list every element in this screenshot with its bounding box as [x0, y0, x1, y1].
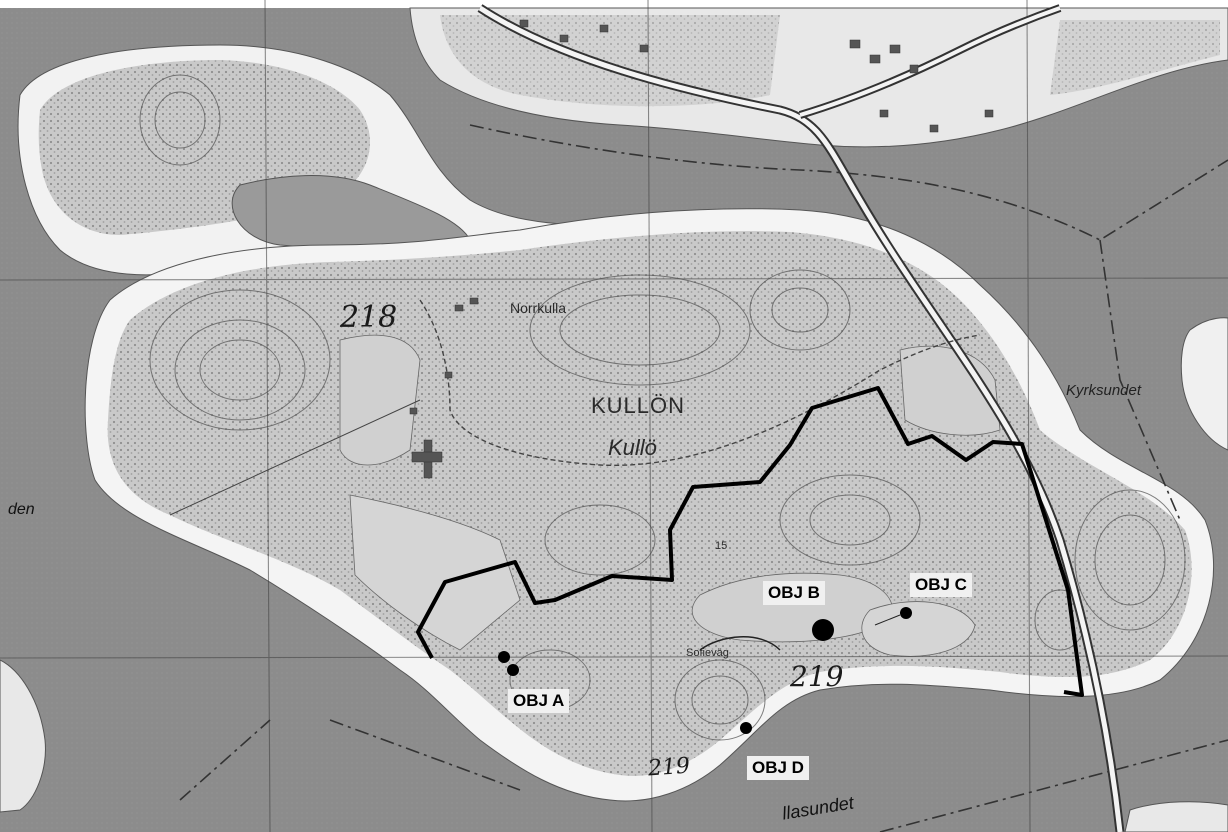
contour-value-label: 15	[715, 540, 728, 552]
buildings	[409, 19, 994, 479]
field-east	[861, 601, 976, 657]
contour-lines	[139, 74, 1186, 741]
place-label-sofievag: Sofieväg	[686, 647, 729, 659]
handwritten-site-219-coast: 219	[647, 753, 691, 782]
obj-c-marker	[900, 607, 912, 619]
minor-track	[419, 299, 981, 467]
west-islet	[0, 659, 46, 813]
place-label-kullon-upper: KULLÖN	[591, 393, 686, 418]
survey-boundary	[416, 386, 1084, 697]
obj-a-label: OBJ A	[508, 689, 570, 713]
obj-a-marker-2	[507, 664, 519, 676]
obj-b-marker	[812, 619, 834, 641]
obj-c-label: OBJ C	[910, 573, 972, 597]
place-label-norrkulla: Norrkulla	[510, 300, 567, 316]
east-islet	[1180, 317, 1228, 451]
south-east-islet	[1124, 801, 1228, 832]
boundary-lines	[179, 124, 1228, 832]
handwritten-site-219: 219	[790, 660, 844, 693]
obj-d-marker	[740, 722, 752, 734]
object-markers	[498, 607, 912, 734]
main-road	[477, 4, 1125, 832]
place-label-kyrksundet: Kyrksundet	[1066, 382, 1142, 399]
place-label-den: den	[8, 501, 35, 518]
obj-d-label: OBJ D	[747, 756, 809, 780]
obj-a-marker-1	[498, 651, 510, 663]
handwritten-site-218: 218	[340, 300, 398, 335]
place-label-kullo: Kullö	[608, 435, 657, 460]
obj-b-label: OBJ B	[763, 581, 825, 605]
field-southwest	[349, 494, 521, 651]
